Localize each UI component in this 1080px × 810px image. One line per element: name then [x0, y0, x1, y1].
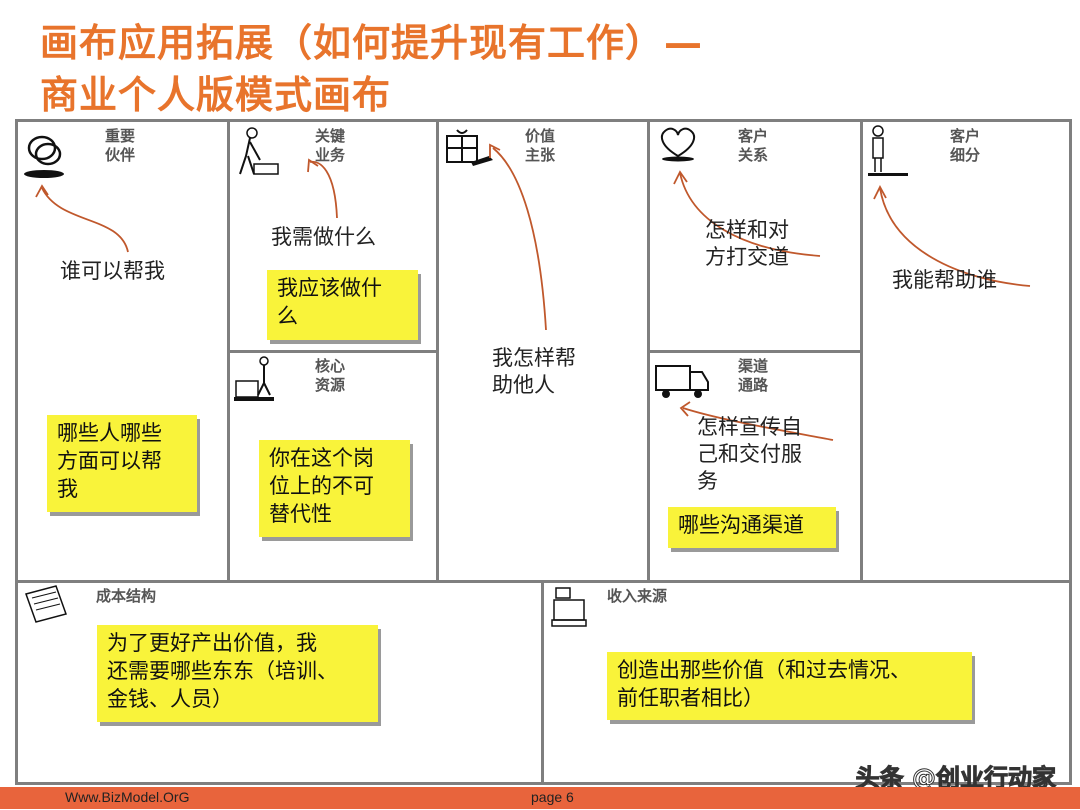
page-number: page 6: [531, 789, 574, 805]
receipt-icon: [25, 585, 67, 623]
key-partners-question: 谁可以帮我: [60, 259, 165, 283]
key-partners-sticky-note: 哪些人哪些 方面可以帮 我: [47, 415, 197, 512]
key-partners-header: 重要 伙伴: [105, 127, 136, 164]
customer-segments-cell: [860, 119, 1072, 583]
footer-site-link[interactable]: Www.BizModel.OrG: [65, 789, 190, 805]
worker-icon: [239, 127, 279, 175]
value-proposition-question: 我怎样帮 助他人: [492, 346, 576, 397]
cost-structure-header: 成本结构: [96, 587, 157, 605]
customer-segments-question: 我能帮助谁: [892, 268, 997, 292]
truck-icon: [655, 365, 709, 398]
customer-relationships-question: 怎样和对 方打交道: [705, 218, 789, 269]
key-activities-question: 我需做什么: [271, 225, 376, 249]
value-proposition-header: 价值 主张: [525, 127, 556, 164]
slide-title-line2: 商业个人版模式画布: [40, 73, 392, 117]
key-activities-sticky-note: 我应该做什 么: [267, 270, 418, 340]
key-resources-sticky-note: 你在这个岗 位上的不可 替代性: [259, 440, 410, 537]
channels-sticky-note: 哪些沟通渠道: [668, 507, 836, 548]
heart-icon: [660, 127, 696, 162]
customer-relationships-header: 客户 关系: [738, 127, 769, 164]
key-partners-cell: [15, 119, 230, 583]
gift-icon: [446, 129, 493, 166]
person-icon: [868, 125, 908, 176]
channels-question: 怎样宣传自 己和交付服 务: [697, 415, 802, 493]
forklift-worker-icon: [234, 356, 274, 401]
key-activities-header: 关键 业务: [315, 127, 346, 164]
footer-bar: Www.BizModel.OrG page 6: [0, 787, 1080, 809]
channels-header: 渠道 通路: [738, 357, 769, 394]
revenue-streams-header: 收入来源: [607, 587, 668, 605]
slide-title-line1: 画布应用拓展（如何提升现有工作）—: [40, 21, 704, 65]
cost-structure-sticky-note: 为了更好产出价值，我 还需要哪些东东（培训、 金钱、人员）: [97, 625, 378, 722]
revenue-streams-sticky-note: 创造出那些价值（和过去情况、 前任职者相比）: [607, 652, 972, 720]
chain-links-icon: [24, 135, 64, 178]
cash-register-icon: [551, 587, 587, 627]
customer-segments-header: 客户 细分: [950, 127, 981, 164]
key-resources-header: 核心 资源: [315, 357, 346, 394]
